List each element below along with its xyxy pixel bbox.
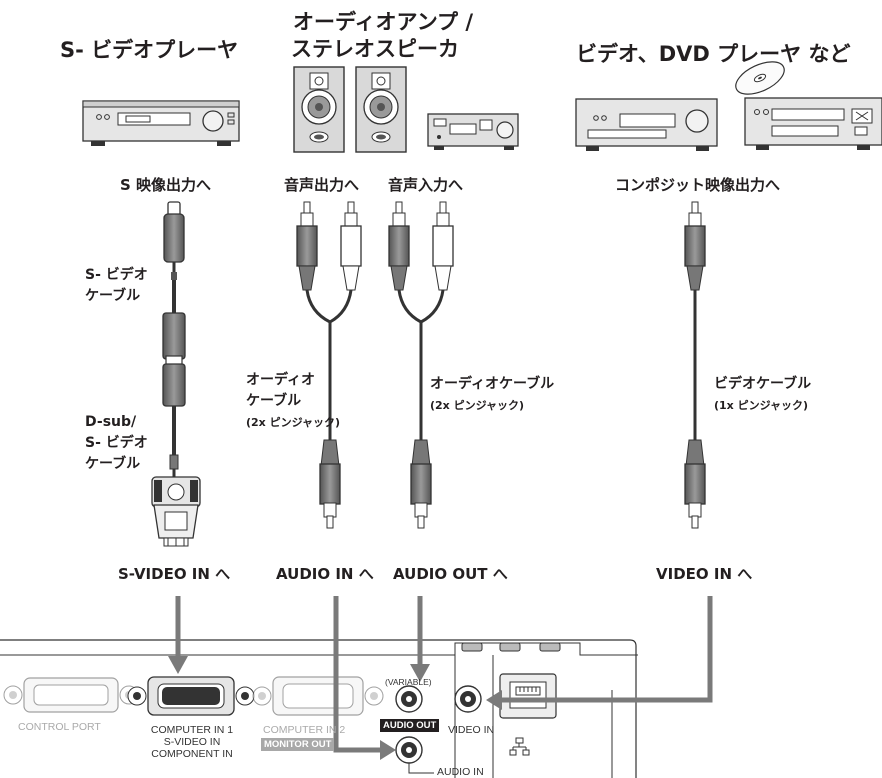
audio-out-jack [395, 685, 423, 713]
computer-in2-label: COMPUTER IN 2 [263, 724, 346, 736]
computer-in1-connector [127, 676, 255, 716]
variable-label: (VARIABLE) [385, 677, 432, 687]
video-cable-label-l1: ビデオケーブル [714, 376, 812, 392]
audio-in-jack [395, 736, 434, 774]
video-in-port-label: VIDEO IN [448, 724, 495, 736]
lan-port [499, 673, 557, 719]
video-cable [684, 201, 706, 529]
projector-rear-panel [0, 639, 638, 778]
audio-in-label: AUDIO IN へ [276, 565, 374, 583]
video-dvd-title: ビデオ、DVD プレーヤ など [576, 42, 851, 66]
audio-out-cable [388, 201, 454, 529]
video-player-device [575, 98, 718, 151]
control-port-connector [3, 677, 139, 713]
audio-in-cable-label-l1: オーディオ [246, 372, 316, 388]
svideo-cable-label-l2: ケーブル [85, 288, 141, 304]
audio-out-cable-label-l2: (2x ピンジャック) [430, 399, 525, 412]
control-port-label: CONTROL PORT [18, 721, 101, 733]
video-in-label: VIDEO IN へ [656, 565, 753, 583]
network-icon [509, 737, 530, 756]
audio-input-label: 音声入力へ [388, 176, 464, 194]
audio-amp-title-line2: ステレオスピーカ [291, 37, 459, 61]
computer-in2-connector [252, 676, 384, 716]
svideo-player-title: S- ビデオプレーヤ [60, 38, 239, 62]
composite-output-label: コンポジット映像出力へ [615, 176, 781, 194]
audio-in-port-label: AUDIO IN [437, 766, 484, 778]
dsub-cable-label-l3: ケーブル [85, 456, 141, 472]
audio-in-cable-label-l2: ケーブル [246, 393, 302, 409]
computer-in1-label-l3: COMPONENT IN [151, 748, 233, 760]
computer-in1-label-l1: COMPUTER IN 1 [150, 724, 234, 736]
audio-in-cable [296, 201, 362, 529]
svideo-output-label: S 映像出力へ [120, 176, 212, 194]
video-in-jack [454, 685, 482, 713]
dvd-player-device [744, 97, 882, 150]
audio-in-cable-label-l3: (2x ピンジャック) [246, 416, 341, 429]
svideo-player-device [82, 100, 240, 146]
audio-amp-title-line1: オーディオアンプ / [293, 10, 474, 34]
computer-in1-label-l2: S-VIDEO IN [163, 736, 221, 748]
audio-output-label: 音声出力へ [284, 176, 360, 194]
left-speaker-device [293, 66, 345, 153]
svideo-cable [162, 201, 186, 482]
dvd-disc-icon [735, 61, 785, 95]
dsub-connector [151, 476, 201, 547]
svideo-in-label: S-VIDEO IN へ [118, 565, 231, 583]
monitor-out-tag: MONITOR OUT [261, 738, 335, 751]
video-cable-label-l2: (1x ピンジャック) [714, 399, 809, 412]
connection-arrows [168, 596, 713, 760]
audio-out-tag: AUDIO OUT [380, 719, 440, 732]
svideo-cable-label-l1: S- ビデオ [85, 267, 148, 283]
right-speaker-device [355, 66, 407, 153]
dsub-cable-label-l2: S- ビデオ [85, 435, 148, 451]
audio-out-label: AUDIO OUT へ [393, 565, 508, 583]
dsub-cable-label-l1: D-sub/ [85, 414, 137, 430]
audio-amplifier-device [427, 113, 519, 150]
audio-out-cable-label-l1: オーディオケーブル [430, 376, 555, 392]
